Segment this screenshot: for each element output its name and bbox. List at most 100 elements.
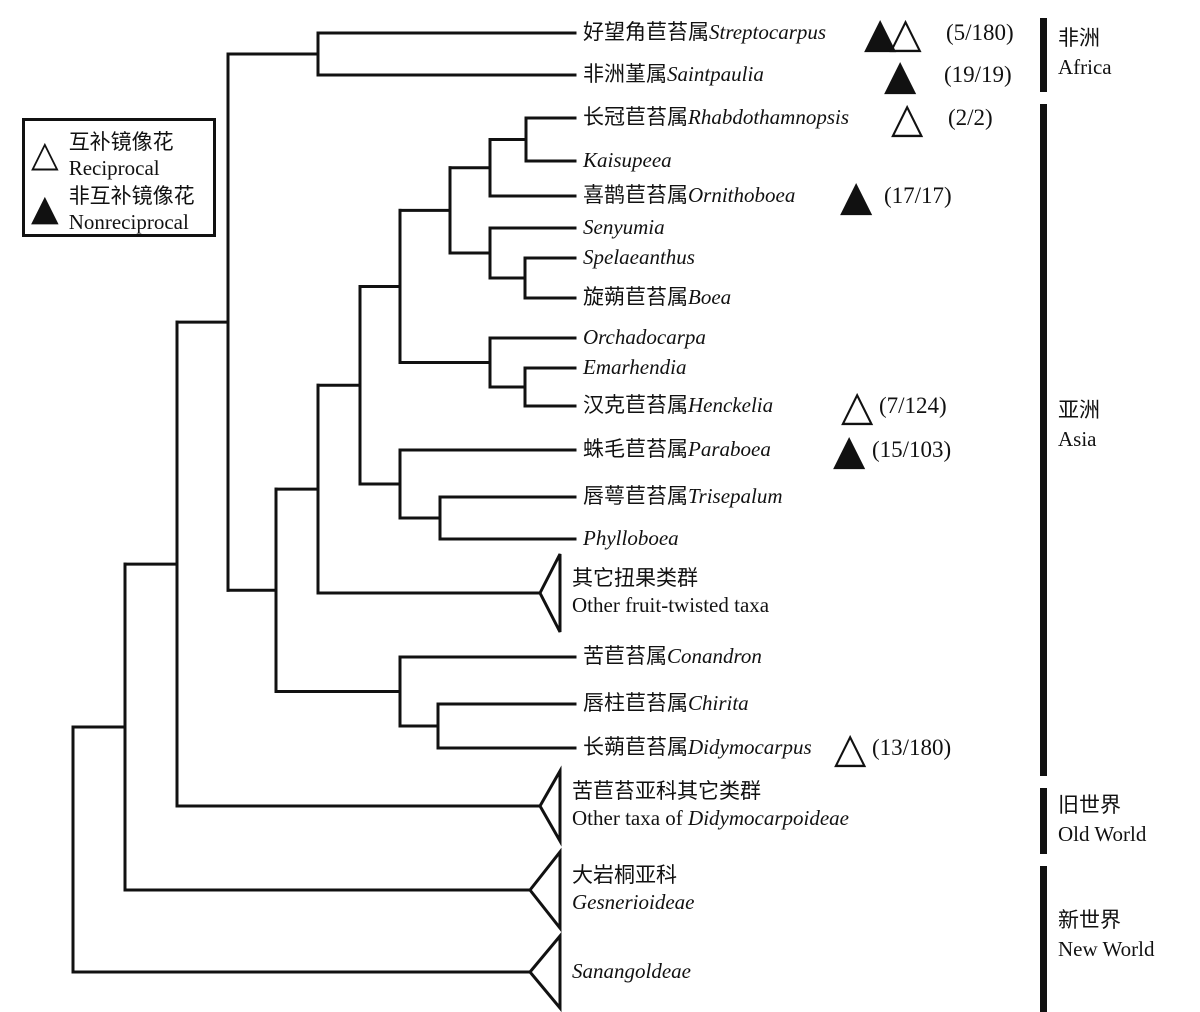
tip-name-latin: Spelaeanthus — [583, 245, 695, 269]
region-label-old-world: 旧世界 Old World — [1058, 791, 1146, 849]
legend-item-reciprocal: △ 互补镜像花 Reciprocal — [31, 129, 174, 181]
marker-row-didymocarpus: △ — [834, 723, 866, 772]
tip-name-latin: Boea — [688, 285, 732, 309]
region-label-old-world-zh: 旧世界 — [1058, 793, 1121, 817]
tip-label-henckelia: 汉克苣苔属Henckelia — [583, 392, 773, 419]
tip-label-rhabdothamnopsis: 长冠苣苔属Rhabdothamnopsis — [583, 104, 849, 131]
tip-name-latin: Senyumia — [583, 215, 665, 239]
legend-label-reciprocal-en: Reciprocal — [68, 156, 160, 180]
tip-label-conandron: 苦苣苔属Conandron — [583, 643, 762, 670]
tip-name-zh: 汉克苣苔属 — [583, 393, 688, 417]
tip-label-paraboea: 蛛毛苣苔属Paraboea — [583, 436, 771, 463]
tip-name-latin: Chirita — [688, 691, 749, 715]
clade-name-en: Other fruit-twisted taxa — [572, 593, 770, 617]
tip-name-latin: Saintpaulia — [667, 62, 764, 86]
tip-name-zh: 唇萼苣苔属 — [583, 484, 688, 508]
tip-name-zh: 唇柱苣苔属 — [583, 691, 688, 715]
marker-row-rhabdothamnopsis: △ — [891, 95, 923, 141]
region-label-africa-en: Africa — [1058, 55, 1112, 79]
legend-label-reciprocal: 互补镜像花 Reciprocal — [69, 129, 174, 181]
tip-name-latin: Conandron — [667, 644, 762, 668]
tip-name-latin: Streptocarpus — [709, 20, 827, 44]
tip-name-latin: Didymocarpus — [688, 735, 812, 759]
tip-label-trisepalum: 唇萼苣苔属Trisepalum — [583, 483, 783, 510]
species-count-henckelia: (7/124) — [879, 393, 947, 418]
tip-label-streptocarpus: 好望角苣苔属Streptocarpus — [583, 19, 826, 46]
species-count-didymocarpus: (13/180) — [872, 735, 952, 760]
collapsed-clade-triangle-didymocarpoideae_others — [538, 765, 562, 847]
tip-label-ornithoboea: 喜鹊苣苔属Ornithoboea — [583, 182, 795, 209]
filled-triangle-icon: ▲ — [833, 425, 865, 474]
collapsed-clade-triangle-fruit_twisted — [538, 553, 562, 633]
tip-name-zh: 好望角苣苔属 — [583, 20, 709, 44]
tip-name-zh: 蛛毛苣苔属 — [583, 437, 688, 461]
legend-box: △ 互补镜像花 Reciprocal ▲ 非互补镜像花 Nonreciproca… — [22, 118, 216, 237]
tip-label-chirita: 唇柱苣苔属Chirita — [583, 690, 749, 717]
filled-triangle-icon: ▲ — [31, 188, 59, 229]
clade-name-en: Sanangoldeae — [572, 959, 691, 983]
clade-name-zh: 其它扭果类群 — [572, 566, 698, 590]
legend-item-nonreciprocal: ▲ 非互补镜像花 Nonreciprocal — [31, 183, 195, 235]
region-bar-old-world — [1040, 788, 1047, 854]
tip-name-zh: 长蒴苣苔属 — [583, 735, 688, 759]
collapsed-clade-triangle-gesnerioideae — [528, 847, 562, 933]
tip-label-spelaeanthus: Spelaeanthus — [583, 244, 695, 271]
tip-label-boea: 旋蒴苣苔属Boea — [583, 284, 731, 311]
species-count-ornithoboea: (17/17) — [884, 183, 952, 208]
region-label-africa: 非洲 Africa — [1058, 24, 1112, 82]
tip-name-latin: Trisepalum — [688, 484, 783, 508]
clade-name-zh: 大岩桐亚科 — [572, 863, 677, 887]
clade-name-en: Other taxa of Didymocarpoideae — [572, 806, 850, 830]
tip-label-orchadocarpa: Orchadocarpa — [583, 324, 706, 351]
species-count-rhabdothamnopsis: (2/2) — [948, 105, 993, 130]
clade-name-zh: 苦苣苔亚科其它类群 — [572, 779, 761, 803]
region-label-new-world: 新世界 New World — [1058, 906, 1155, 964]
tip-name-latin: Ornithoboea — [688, 183, 796, 207]
region-bar-new-world — [1040, 866, 1047, 1012]
tip-label-sanangoldeae: Sanangoldeae — [572, 958, 691, 985]
region-label-old-world-en: Old World — [1058, 822, 1147, 846]
open-triangle-icon: △ — [889, 8, 921, 57]
region-label-africa-zh: 非洲 — [1058, 26, 1100, 50]
clade-name-en: Gesnerioideae — [572, 890, 695, 914]
tip-name-zh: 喜鹊苣苔属 — [583, 183, 688, 207]
tip-label-saintpaulia: 非洲堇属Saintpaulia — [583, 61, 764, 88]
tip-name-latin: Kaisupeea — [583, 148, 672, 172]
open-triangle-icon: △ — [834, 723, 866, 772]
legend-label-nonreciprocal-en: Nonreciprocal — [68, 210, 189, 234]
tip-label-kaisupeea: Kaisupeea — [583, 147, 672, 174]
marker-row-henckelia: △ — [841, 383, 873, 429]
tip-label-gesnerioideae: 大岩桐亚科 Gesnerioideae — [572, 862, 694, 916]
region-bar-africa — [1040, 18, 1047, 92]
marker-row-paraboea: ▲ — [833, 425, 865, 474]
tip-name-latin: Rhabdothamnopsis — [688, 105, 850, 129]
tip-name-latin: Orchadocarpa — [583, 325, 706, 349]
tip-label-emarhendia: Emarhendia — [583, 354, 686, 381]
marker-row-saintpaulia: ▲ — [884, 50, 916, 99]
tip-name-latin: Phylloboea — [583, 526, 679, 550]
filled-triangle-icon: ▲ — [884, 50, 916, 99]
tip-name-zh: 长冠苣苔属 — [583, 105, 688, 129]
filled-triangle-icon: ▲ — [864, 8, 896, 57]
region-label-new-world-zh: 新世界 — [1058, 908, 1121, 932]
tip-name-latin: Henckelia — [688, 393, 774, 417]
region-bar-asia — [1040, 104, 1047, 776]
tip-label-phylloboea: Phylloboea — [583, 525, 679, 552]
open-triangle-icon: △ — [31, 134, 59, 175]
legend-label-nonreciprocal: 非互补镜像花 Nonreciprocal — [69, 183, 195, 235]
tip-name-zh: 非洲堇属 — [583, 62, 667, 86]
region-label-new-world-en: New World — [1058, 937, 1155, 961]
marker-row-ornithoboea: ▲ — [840, 171, 872, 220]
tip-label-didymocarpus: 长蒴苣苔属Didymocarpus — [583, 734, 812, 761]
tip-label-didymocarpoideae_others: 苦苣苔亚科其它类群 Other taxa of Didymocarpoideae — [572, 778, 849, 832]
species-count-saintpaulia: (19/19) — [944, 62, 1012, 87]
region-label-asia-en: Asia — [1058, 427, 1097, 451]
tip-name-zh: 苦苣苔属 — [583, 644, 667, 668]
tip-name-zh: 旋蒴苣苔属 — [583, 285, 688, 309]
legend-label-nonreciprocal-zh: 非互补镜像花 — [68, 184, 195, 208]
filled-triangle-icon: ▲ — [840, 171, 872, 220]
species-count-streptocarpus: (5/180) — [946, 20, 1014, 45]
